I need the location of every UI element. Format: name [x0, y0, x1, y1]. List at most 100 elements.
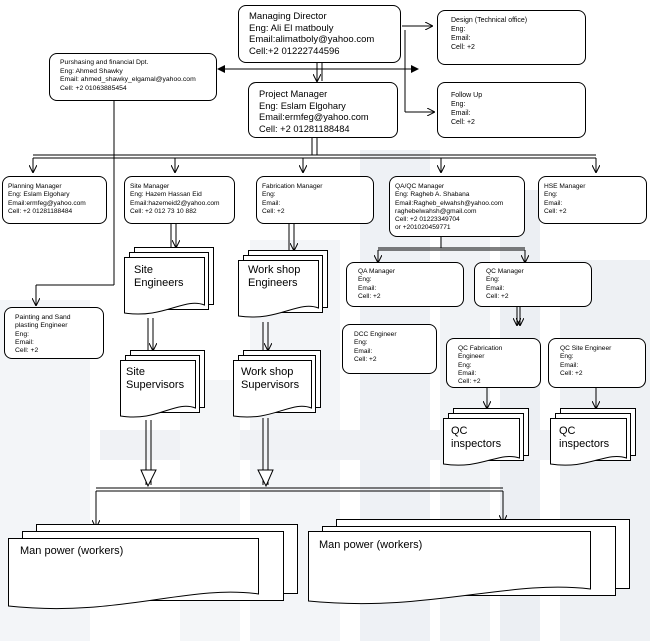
node-line: Eng:	[458, 361, 472, 369]
node-line: or +201020459771	[395, 224, 451, 232]
project-manager-box[interactable]: Project Manager Eng: Eslam Elgohary Emai…	[248, 82, 398, 138]
doc-front-sheet	[443, 418, 520, 466]
follow-up-box[interactable]: Follow Up Eng: Email: Cell: +2	[437, 82, 586, 138]
site-supervisors-doc[interactable]: Site Supervisors	[120, 350, 205, 422]
fabrication-manager-box[interactable]: Fabrication Manager Eng: Email: Cell: +2	[256, 176, 374, 224]
hse-manager-box[interactable]: HSE Manager Eng: Email: Cell: +2	[538, 176, 647, 224]
doc-label: Site Engineers	[134, 264, 184, 289]
node-line: Eng: Eslam Elgohary	[8, 191, 70, 199]
workshop-engineers-doc[interactable]: Work shop Engineers	[238, 250, 328, 322]
painting-engineer-box[interactable]: Painting and Sand plasting Engineer Eng:…	[4, 307, 104, 359]
node-title: QC Fabrication	[458, 345, 503, 352]
qc-inspectors-site-doc[interactable]: QC inspectors	[550, 408, 636, 468]
design-box[interactable]: Design (Technical office) Eng: Email: Ce…	[437, 10, 586, 65]
qc-manager-box[interactable]: QC Manager Eng: Email: Cell: +2	[474, 262, 592, 307]
node-title: Project Manager	[259, 89, 328, 99]
node-line: Email:ermfeg@yahoo.com	[259, 112, 369, 122]
qaqc-manager-box[interactable]: QA/QC Manager Eng: Ragheb A. Shabana Ema…	[389, 176, 525, 237]
doc-label: Man power (workers)	[319, 539, 423, 551]
manpower-right-doc[interactable]: Man power (workers)	[308, 519, 630, 615]
node-line: Eng:	[358, 276, 372, 284]
node-line: Eng: Ahmed Shawky	[60, 67, 123, 75]
managing-director-box[interactable]: Managing Director Eng: Ali El matbouly E…	[238, 5, 401, 63]
doc-front-sheet	[8, 538, 259, 610]
doc-label: QC inspectors	[451, 425, 502, 450]
node-line: Email:	[358, 284, 377, 292]
node-title: Follow Up	[451, 92, 483, 99]
node-line: Cell: +2 01223349704	[395, 216, 460, 224]
node-title: Design (Technical office)	[451, 17, 528, 24]
node-title: QA Manager	[358, 268, 396, 275]
node-line: raghebelwahsh@gmail.com	[395, 207, 477, 215]
dcc-engineer-box[interactable]: DCC Engineer Eng: Email: Cell: +2	[342, 324, 437, 374]
node-line: Eng: Ali El matbouly	[249, 22, 334, 34]
node-line: Email:alimatboly@yahoo.com	[249, 34, 375, 45]
node-line: Email: ahmed_shawky_elgamal@yahoo.com	[60, 76, 196, 83]
qc-inspectors-fabrication-doc[interactable]: QC inspectors	[443, 408, 529, 468]
node-line: Email:ermfeg@yahoo.com	[8, 199, 86, 207]
node-line: Eng:	[486, 276, 500, 284]
planning-manager-box[interactable]: Planning Manager Eng: Eslam Elgohary Ema…	[2, 176, 107, 224]
qa-manager-box[interactable]: QA Manager Eng: Email: Cell: +2	[346, 262, 464, 307]
node-line: Email:	[15, 338, 34, 346]
doc-label: Site Supervisors	[126, 366, 185, 391]
purchasing-box[interactable]: Purshasing and financial Dpt. Eng: Ahmed…	[49, 53, 217, 101]
doc-label: Work shop Engineers	[248, 264, 301, 289]
manpower-left-doc[interactable]: Man power (workers)	[8, 524, 298, 616]
node-line: Cell: +2	[262, 207, 285, 215]
node-title: Site Manager	[130, 183, 170, 190]
node-line: Email:	[354, 347, 373, 355]
node-line: Eng:	[451, 101, 466, 108]
doc-front-sheet	[124, 257, 205, 315]
node-line: Email:	[262, 199, 281, 207]
node-title: QA/QC Manager	[395, 183, 445, 190]
node-line: plasting Engineer	[15, 322, 68, 330]
node-title: HSE Manager	[544, 183, 586, 190]
doc-label: Man power (workers)	[20, 545, 124, 557]
node-line: Cell: +2	[458, 378, 481, 386]
node-line: Email:hazemeid2@yahoo.com	[130, 199, 220, 207]
node-line: Cell: +2 01281188484	[8, 207, 73, 215]
doc-front-sheet	[233, 360, 312, 418]
doc-front-sheet	[308, 531, 591, 605]
node-line: Email:	[451, 110, 471, 117]
node-line: Email:	[451, 35, 471, 42]
node-title: Planning Manager	[8, 183, 62, 190]
node-title: Managing Director	[249, 11, 327, 22]
qc-fabrication-engineer-box[interactable]: QC Fabrication Engineer Eng: Email: Cell…	[446, 338, 541, 388]
node-line: Eng: Eslam Elgohary	[259, 100, 346, 111]
doc-front-sheet	[238, 260, 319, 318]
node-title: Purshasing and financial Dpt.	[60, 59, 149, 66]
site-manager-box[interactable]: Site Manager Eng: Hazem Hassan Eid Email…	[124, 176, 235, 224]
node-title: Painting and Sand	[15, 314, 71, 321]
node-line: Cell: +2 012 73 10 882	[130, 207, 197, 215]
doc-front-sheet	[120, 360, 196, 418]
doc-front-sheet	[550, 418, 627, 466]
node-line: Cell: +2	[486, 292, 509, 300]
site-engineers-doc[interactable]: Site Engineers	[124, 247, 214, 319]
node-line: Eng:	[544, 191, 558, 199]
node-line: Cell:+2 01222744596	[249, 45, 340, 57]
node-line: Eng:	[262, 191, 276, 199]
qc-site-engineer-box[interactable]: QC Site Engineer Eng: Email: Cell: +2	[548, 338, 646, 388]
node-line: Eng:	[451, 26, 466, 33]
node-line: Cell: +2 01063885454	[60, 84, 127, 92]
node-line: Cell: +2	[451, 119, 475, 126]
node-line: Cell: +2	[354, 355, 377, 363]
node-title: QC Manager	[486, 268, 524, 275]
node-title: DCC Engineer	[354, 331, 397, 338]
node-line: Eng: Hazem Hassan Eid	[130, 191, 202, 199]
node-line: Cell: +2	[560, 369, 583, 377]
doc-label: QC inspectors	[559, 425, 610, 450]
node-title: Fabrication Manager	[262, 183, 323, 190]
doc-label: Work shop Supervisors	[241, 366, 300, 391]
node-line: Eng: Ragheb A. Shabana	[395, 191, 470, 199]
node-line: Email:	[486, 284, 505, 292]
node-line: Cell: +2	[15, 347, 39, 355]
workshop-supervisors-doc[interactable]: Work shop Supervisors	[233, 350, 321, 422]
node-line: Cell: +2 01281188484	[259, 123, 350, 134]
node-line: Cell: +2	[544, 207, 567, 215]
node-line: Eng:	[560, 353, 574, 361]
node-line: Email:	[458, 369, 477, 377]
